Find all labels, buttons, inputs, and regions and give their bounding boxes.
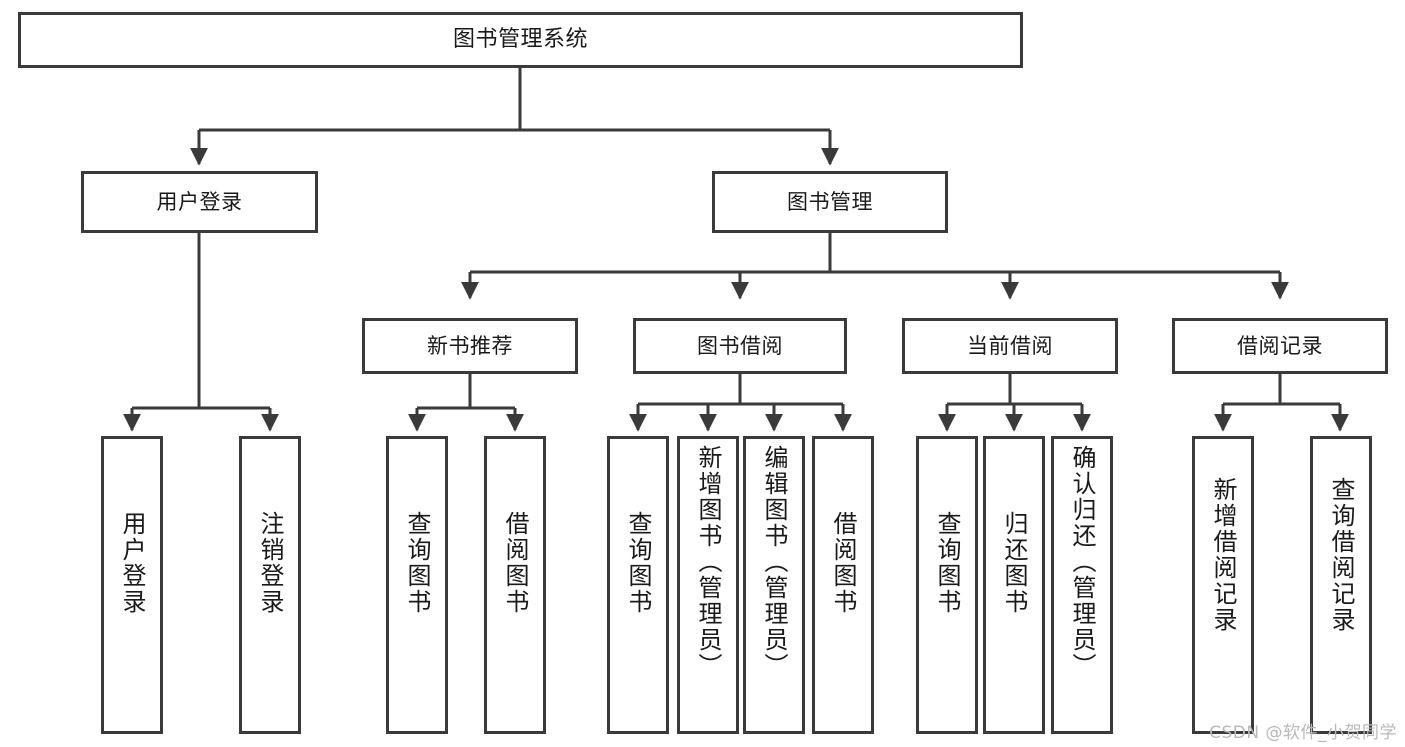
- csdn-watermark: CSDN @软件_小贺同学: [1209, 723, 1397, 743]
- node-label: 图书管理: [787, 189, 873, 214]
- node-label: 借阅记录: [1237, 333, 1323, 358]
- leaf-user-logout[interactable]: 注销登录: [239, 436, 301, 734]
- leaf-query-book-3[interactable]: 查询图书: [916, 436, 978, 734]
- node-current-borrow[interactable]: 当前借阅: [902, 318, 1118, 374]
- node-label: 查询图书: [403, 511, 431, 615]
- node-label: 图书管理系统: [452, 27, 588, 53]
- leaf-query-borrow-record[interactable]: 查询借阅记录: [1310, 436, 1372, 734]
- node-label: 确认归还（管理员）: [1068, 445, 1096, 679]
- leaf-return-book[interactable]: 归还图书: [983, 436, 1045, 734]
- leaf-query-book-1[interactable]: 查询图书: [386, 436, 448, 734]
- leaf-user-login[interactable]: 用户登录: [101, 436, 163, 734]
- node-label: 归还图书: [1000, 511, 1028, 615]
- node-label: 新增图书（管理员）: [694, 445, 722, 679]
- leaf-borrow-book-2[interactable]: 借阅图书: [812, 436, 874, 734]
- leaf-add-book[interactable]: 新增图书（管理员）: [677, 436, 739, 734]
- node-book-management[interactable]: 图书管理: [712, 171, 948, 233]
- node-label: 图书借阅: [697, 333, 783, 358]
- node-new-book-recommend[interactable]: 新书推荐: [362, 318, 578, 374]
- leaf-confirm-return[interactable]: 确认归还（管理员）: [1051, 436, 1113, 734]
- node-user-login[interactable]: 用户登录: [81, 171, 318, 233]
- node-label: 查询借阅记录: [1327, 477, 1355, 633]
- node-label: 借阅图书: [829, 511, 857, 615]
- leaf-borrow-book-1[interactable]: 借阅图书: [484, 436, 546, 734]
- node-label: 用户登录: [156, 189, 243, 214]
- leaf-edit-book[interactable]: 编辑图书（管理员）: [743, 436, 805, 734]
- node-label: 查询图书: [933, 511, 961, 615]
- node-borrow-record[interactable]: 借阅记录: [1172, 318, 1388, 374]
- node-label: 新增借阅记录: [1209, 477, 1237, 633]
- node-label: 当前借阅: [967, 333, 1053, 358]
- node-label: 借阅图书: [501, 511, 529, 615]
- node-label: 用户登录: [118, 511, 146, 615]
- node-book-borrow[interactable]: 图书借阅: [633, 318, 847, 374]
- node-label: 注销登录: [256, 511, 284, 615]
- node-label: 查询图书: [624, 511, 652, 615]
- node-root-book-management-system[interactable]: 图书管理系统: [18, 12, 1023, 68]
- node-label: 编辑图书（管理员）: [760, 445, 788, 679]
- node-label: 新书推荐: [427, 333, 513, 358]
- leaf-add-borrow-record[interactable]: 新增借阅记录: [1192, 436, 1254, 734]
- leaf-query-book-2[interactable]: 查询图书: [607, 436, 669, 734]
